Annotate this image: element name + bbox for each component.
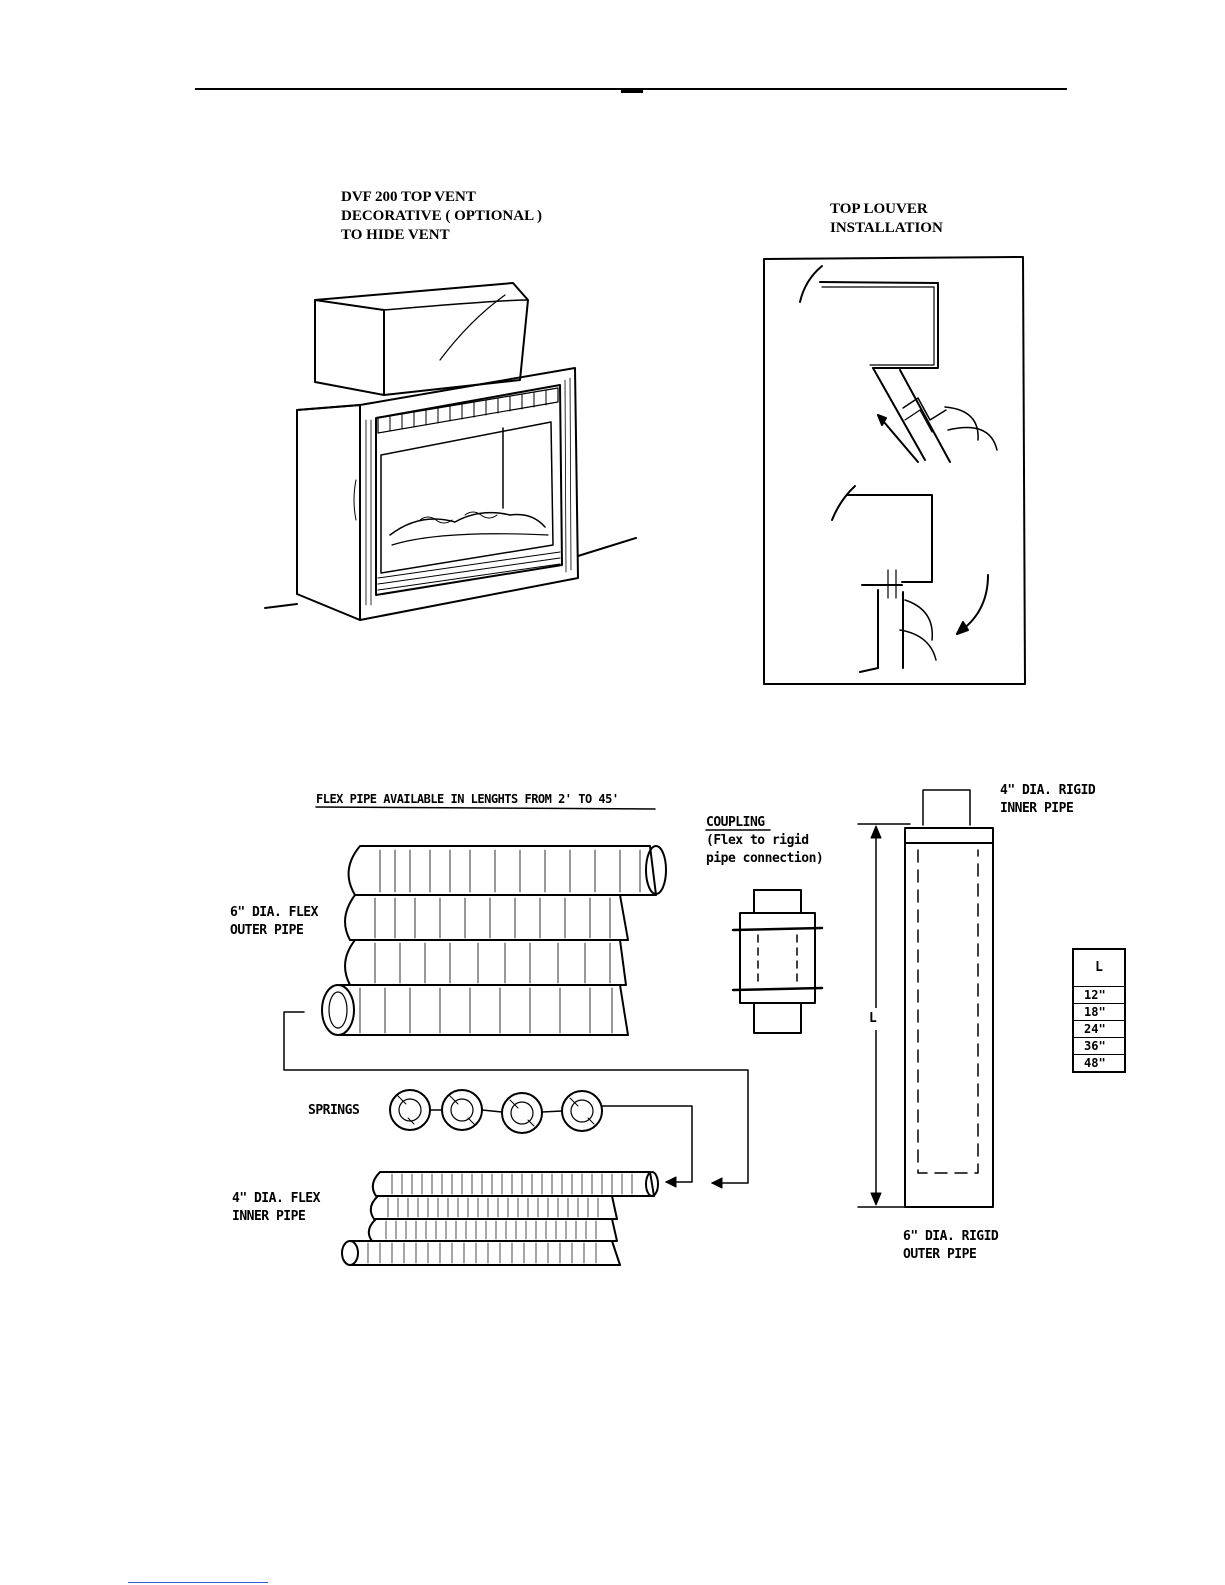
louver-caption-line2: INSTALLATION [830, 219, 943, 238]
coupling-label-line1: COUPLING [706, 814, 823, 832]
length-table-row: 24" [1074, 1020, 1124, 1037]
length-table-row: 18" [1074, 1003, 1124, 1020]
louver-illustration [764, 257, 1025, 684]
coupling-label: COUPLING (Flex to rigid pipe connection) [706, 814, 823, 868]
outer-flex-label-line1: 6" DIA. FLEX [230, 904, 318, 922]
inner-flex-pipe-coil [342, 1172, 658, 1265]
inner-flex-label: 4" DIA. FLEX INNER PIPE [232, 1190, 320, 1226]
rigid-inner-label-line2: INNER PIPE [1000, 800, 1095, 818]
outer-flex-label-line2: OUTER PIPE [230, 922, 318, 940]
top-vent-caption-line1: DVF 200 TOP VENT [341, 188, 542, 207]
rigid-pipe-illustration [858, 790, 993, 1207]
coupling-label-line3: pipe connection) [706, 850, 823, 868]
top-vent-caption: DVF 200 TOP VENT DECORATIVE ( OPTIONAL )… [341, 188, 542, 245]
inner-flex-label-line1: 4" DIA. FLEX [232, 1190, 320, 1208]
rigid-outer-label-line1: 6" DIA. RIGID [903, 1228, 998, 1246]
footer-link-underline [128, 1582, 268, 1583]
length-table-row: 48" [1074, 1054, 1124, 1071]
length-table: L 12" 18" 24" 36" 48" [1072, 948, 1126, 1073]
louver-caption: TOP LOUVER INSTALLATION [830, 200, 943, 238]
coupling-illustration [733, 890, 822, 1033]
inner-flex-label-line2: INNER PIPE [232, 1208, 320, 1226]
top-vent-caption-line2: DECORATIVE ( OPTIONAL ) [341, 207, 542, 226]
length-table-row: 36" [1074, 1037, 1124, 1054]
top-vent-caption-line3: TO HIDE VENT [341, 226, 542, 245]
outer-flex-label: 6" DIA. FLEX OUTER PIPE [230, 904, 318, 940]
rigid-outer-label-line2: OUTER PIPE [903, 1246, 998, 1264]
length-table-header: L [1074, 950, 1124, 986]
flex-pipe-note: FLEX PIPE AVAILABLE IN LENGHTS FROM 2' T… [316, 790, 619, 808]
length-marker: L [868, 1008, 877, 1030]
louver-caption-line1: TOP LOUVER [830, 200, 943, 219]
rigid-inner-label-line1: 4" DIA. RIGID [1000, 782, 1095, 800]
outer-flex-pipe-coil [322, 846, 666, 1035]
rigid-outer-label: 6" DIA. RIGID OUTER PIPE [903, 1228, 998, 1264]
rigid-inner-label: 4" DIA. RIGID INNER PIPE [1000, 782, 1095, 818]
fireplace-illustration [265, 283, 636, 620]
length-table-row: 12" [1074, 986, 1124, 1003]
coupling-label-line2: (Flex to rigid [706, 832, 823, 850]
springs-label: SPRINGS [308, 1102, 359, 1120]
